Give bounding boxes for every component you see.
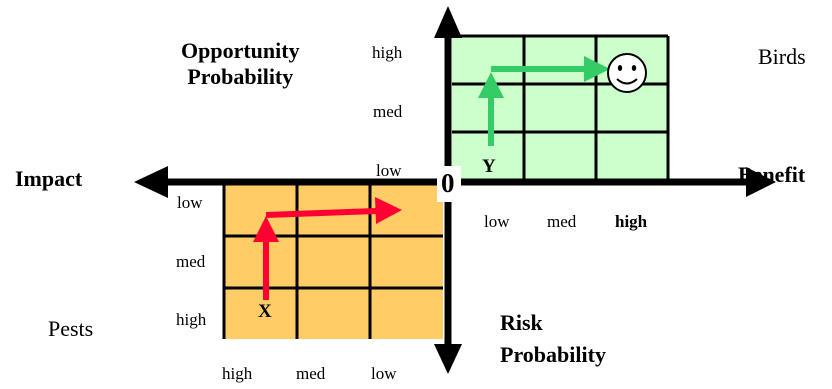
y-start-marker: Y — [482, 156, 496, 177]
red-arrow-right-shaft — [265, 208, 377, 218]
impact-level-low: low — [371, 364, 397, 383]
benefit-level-low: low — [484, 212, 510, 231]
red-arrowhead-up-icon — [253, 216, 279, 242]
origin-label: 0 — [441, 168, 455, 198]
red-arrowhead-right-icon — [375, 197, 402, 224]
risk-level-med: med — [176, 252, 206, 271]
opportunity-title-line2: Probability — [187, 64, 294, 89]
risk-level-low: low — [177, 193, 203, 212]
opportunity-probability-title: Opportunity Probability — [181, 38, 300, 90]
axis-arrowhead-down-icon — [434, 344, 462, 374]
impact-level-high: high — [222, 364, 253, 383]
risk-grid-fill — [224, 185, 443, 339]
opportunity-title-line1: Opportunity — [181, 38, 300, 63]
pests-label: Pests — [48, 316, 94, 341]
risk-title-line2: Probability — [500, 342, 606, 367]
risk-title-line1: Risk — [500, 310, 543, 335]
benefit-level-high: high — [615, 212, 648, 231]
benefit-axis-label: Benefit — [738, 162, 806, 187]
risk-probability-title: Risk Probability — [500, 307, 606, 371]
impact-axis-label: Impact — [15, 166, 83, 191]
opportunity-level-med: med — [373, 102, 403, 121]
green-arrowhead-up-icon — [478, 72, 504, 98]
benefit-level-med: med — [547, 212, 577, 231]
axis-arrowhead-right-icon — [746, 167, 776, 197]
smiley-face-icon — [607, 53, 647, 93]
green-arrowhead-right-icon — [584, 56, 610, 82]
birds-label: Birds — [758, 44, 806, 69]
green-path-arrow — [478, 56, 610, 146]
risk-grid — [222, 185, 443, 339]
axis-arrowhead-up-icon — [434, 6, 462, 38]
opportunity-level-low: low — [376, 161, 402, 180]
origin-label-background — [437, 166, 461, 202]
risk-level-high: high — [176, 310, 207, 329]
red-path-arrow — [253, 197, 402, 300]
opportunity-level-high: high — [372, 43, 403, 62]
impact-level-med: med — [296, 364, 326, 383]
x-start-marker: X — [258, 301, 272, 322]
axis-arrowhead-left-icon — [134, 166, 168, 198]
